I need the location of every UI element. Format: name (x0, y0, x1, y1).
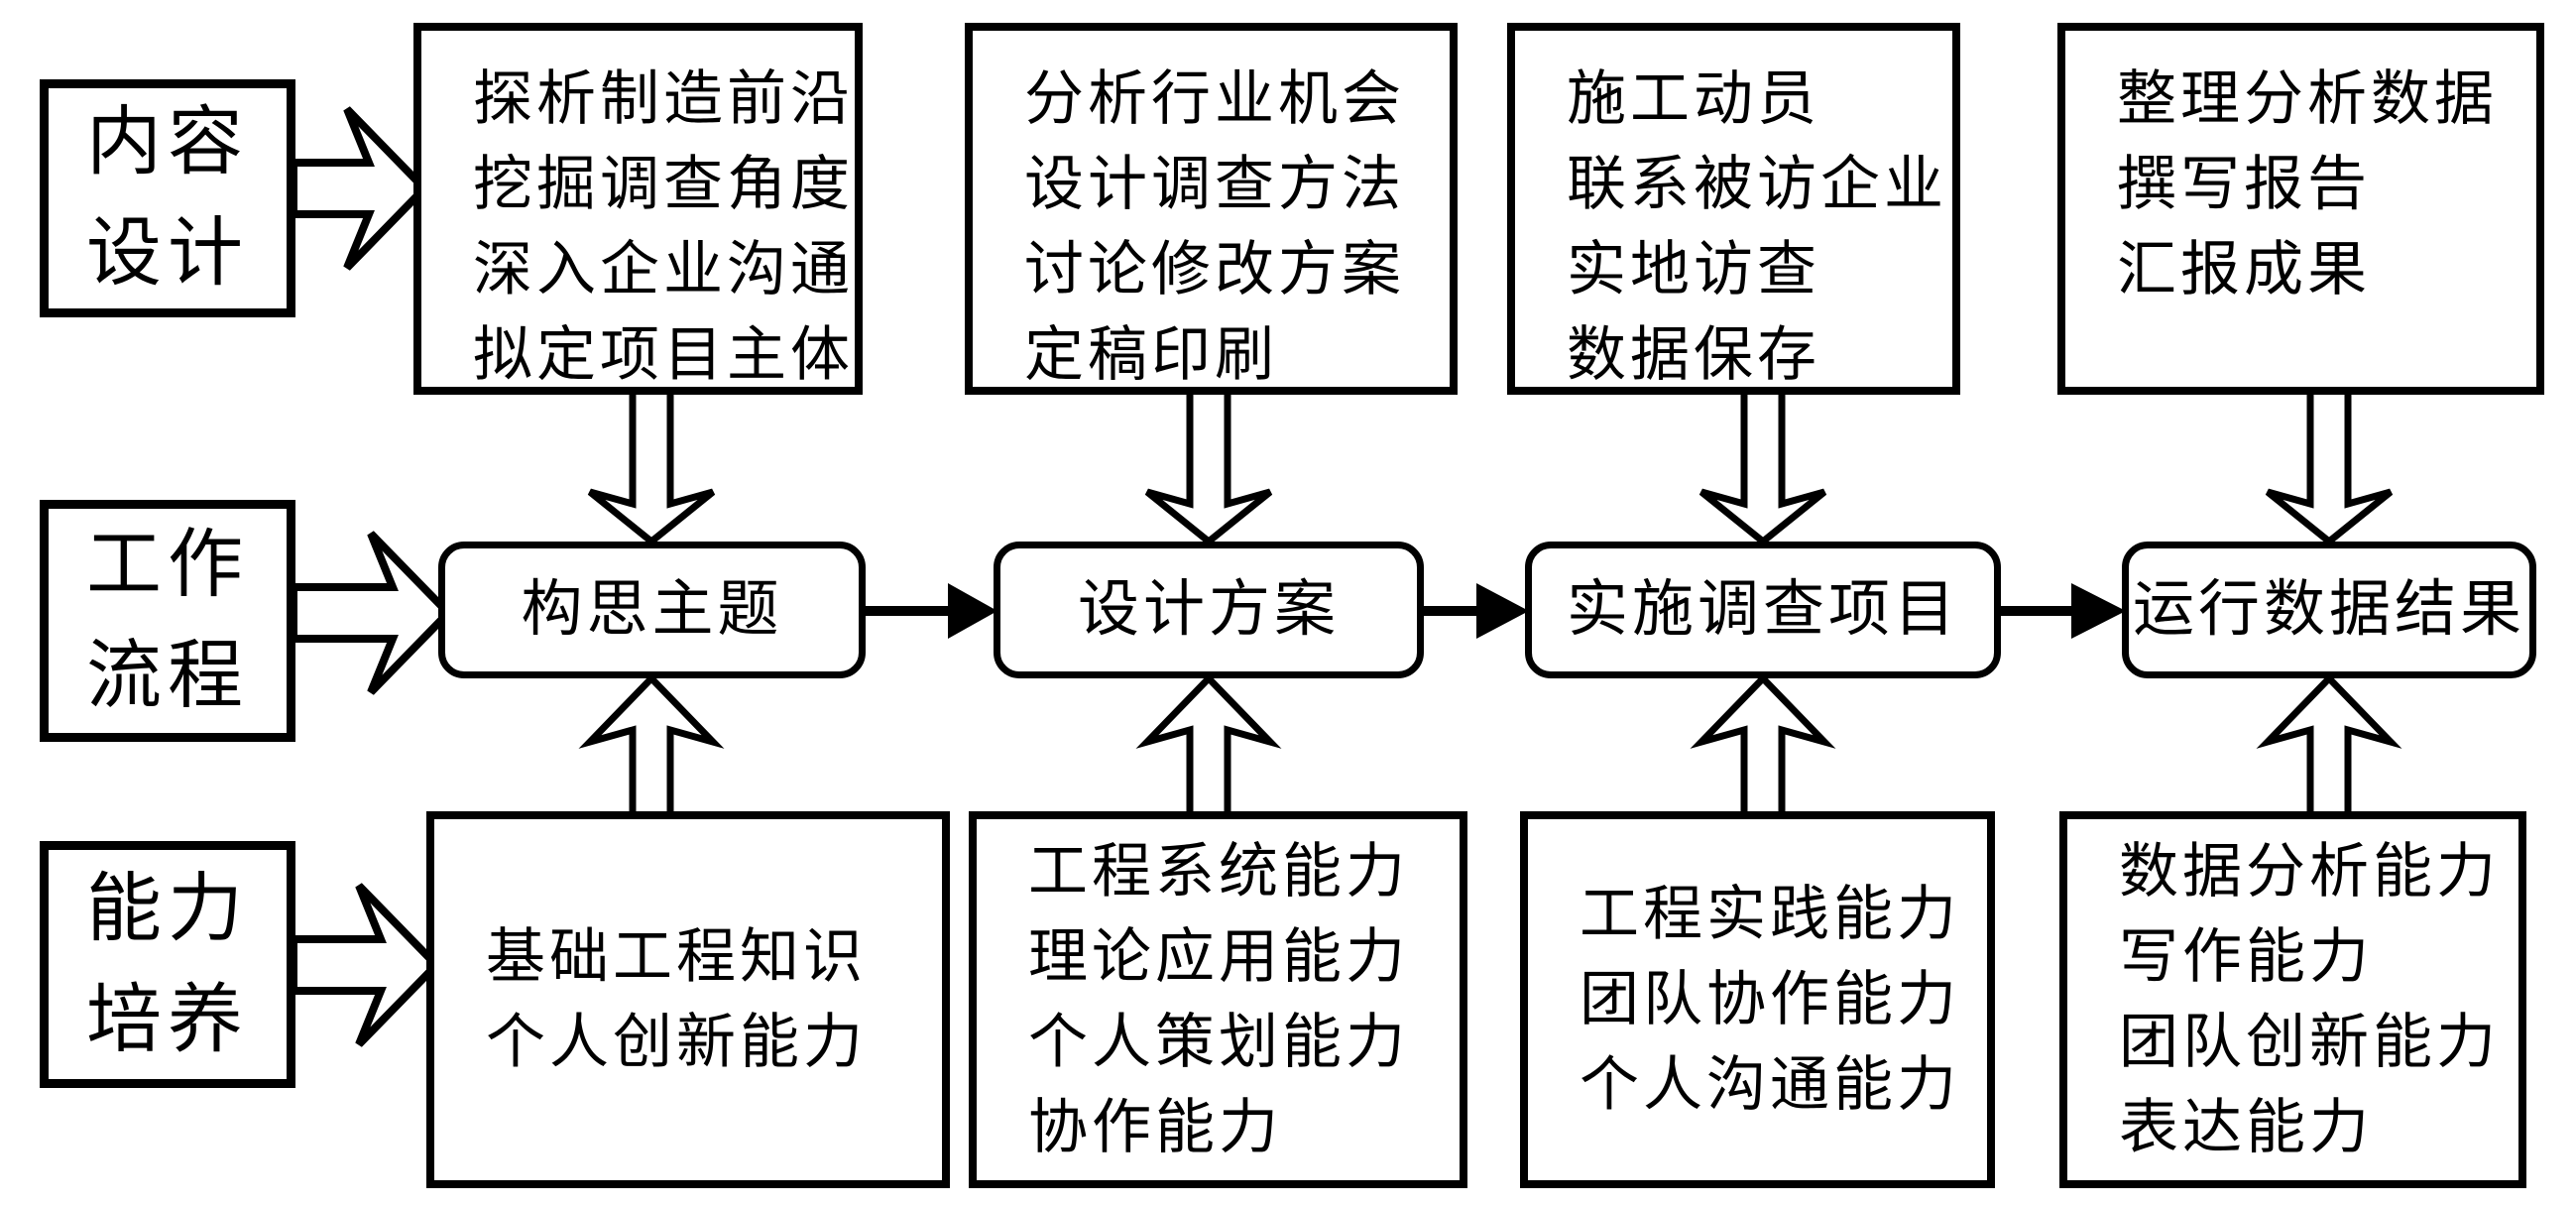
ability-box-system: 工程系统能力 理论应用能力 个人策划能力 协作能力 (969, 811, 1467, 1188)
row-label-text: 培养 (86, 978, 249, 1062)
down-arrow-col3 (1698, 387, 1827, 546)
ability-item: 写作能力 (2119, 924, 2373, 990)
row-label-text: 内容 (86, 101, 249, 184)
task-box-report: 整理分析数据 撰写报告 汇报成果 (2057, 23, 2544, 395)
ability-box-analysis: 数据分析能力 写作能力 团队创新能力 表达能力 (2059, 811, 2526, 1188)
task-box-theme: 探析制造前沿 挖掘调查角度 深入企业沟通 拟定项目主体 (413, 23, 863, 395)
up-arrow-col4 (2256, 672, 2402, 821)
task-item: 讨论修改方案 (1024, 237, 1405, 302)
ability-item: 工程系统能力 (1028, 839, 1409, 905)
task-item: 数据保存 (1567, 322, 1820, 388)
down-arrow-col4 (2265, 387, 2394, 546)
ability-item: 团队创新能力 (2119, 1010, 2500, 1075)
task-item: 分析行业机会 (1024, 66, 1405, 132)
flow-node-design-plan: 设计方案 (994, 542, 1424, 678)
task-item: 设计调查方法 (1024, 152, 1405, 217)
task-item: 挖掘调查角度 (473, 152, 854, 217)
task-item: 定稿印刷 (1024, 322, 1278, 388)
ability-item: 工程实践能力 (1580, 882, 1960, 947)
flow-node-label: 构思主题 (521, 576, 783, 644)
flow-node-conceive-theme: 构思主题 (438, 542, 866, 678)
task-item: 汇报成果 (2117, 237, 2371, 302)
row-label-text: 能力 (86, 867, 249, 951)
flow-node-implement-survey: 实施调查项目 (1525, 542, 2001, 678)
flow-node-label: 运行数据结果 (2132, 576, 2525, 644)
flow-node-run-data-results: 运行数据结果 (2122, 542, 2536, 678)
task-item: 联系被访企业 (1567, 152, 1947, 217)
ability-item: 个人策划能力 (1028, 1010, 1409, 1075)
down-arrow-col1 (587, 387, 716, 546)
flow-arrow-1-2-head (948, 583, 997, 639)
ability-item: 基础工程知识 (486, 924, 867, 990)
flow-arrow-2-3-head (1476, 583, 1529, 639)
ability-box-foundation: 基础工程知识 个人创新能力 (426, 811, 950, 1188)
up-arrow-col1 (578, 672, 725, 821)
flow-arrow-3-4-head (2071, 583, 2126, 639)
task-item: 深入企业沟通 (473, 237, 854, 302)
ability-item: 个人创新能力 (486, 1010, 867, 1075)
task-item: 实地访查 (1567, 237, 1820, 302)
ability-item: 表达能力 (2119, 1095, 2373, 1160)
task-item: 拟定项目主体 (473, 322, 854, 388)
row-label-text: 工作 (86, 524, 249, 607)
ability-item: 个人沟通能力 (1580, 1052, 1960, 1118)
row-label-text: 设计 (86, 212, 249, 296)
row-label-content-design: 内容 设计 (40, 79, 295, 317)
up-arrow-col2 (1135, 672, 1282, 821)
ability-item: 协作能力 (1028, 1095, 1282, 1160)
arrow-ability-to-abilities (290, 883, 442, 1047)
row-label-ability-training: 能力 培养 (40, 841, 295, 1088)
arrow-content-design-to-tasks (290, 106, 430, 271)
ability-item: 理论应用能力 (1028, 924, 1409, 990)
task-box-plan: 分析行业机会 设计调查方法 讨论修改方案 定稿印刷 (965, 23, 1458, 395)
task-box-survey: 施工动员 联系被访企业 实地访查 数据保存 (1507, 23, 1960, 395)
flow-node-label: 设计方案 (1077, 576, 1340, 644)
arrow-workflow-to-flow (290, 531, 454, 695)
ability-item: 团队协作能力 (1580, 967, 1960, 1032)
up-arrow-col3 (1690, 672, 1836, 821)
flow-node-label: 实施调查项目 (1566, 576, 1959, 644)
task-item: 整理分析数据 (2117, 66, 2498, 132)
row-label-text: 流程 (86, 635, 249, 718)
ability-item: 数据分析能力 (2119, 839, 2500, 905)
task-item: 探析制造前沿 (473, 66, 854, 132)
ability-box-practice: 工程实践能力 团队协作能力 个人沟通能力 (1520, 811, 1995, 1188)
row-label-workflow: 工作 流程 (40, 500, 295, 742)
down-arrow-col2 (1144, 387, 1273, 546)
task-item: 撰写报告 (2117, 152, 2371, 217)
task-item: 施工动员 (1567, 66, 1820, 132)
